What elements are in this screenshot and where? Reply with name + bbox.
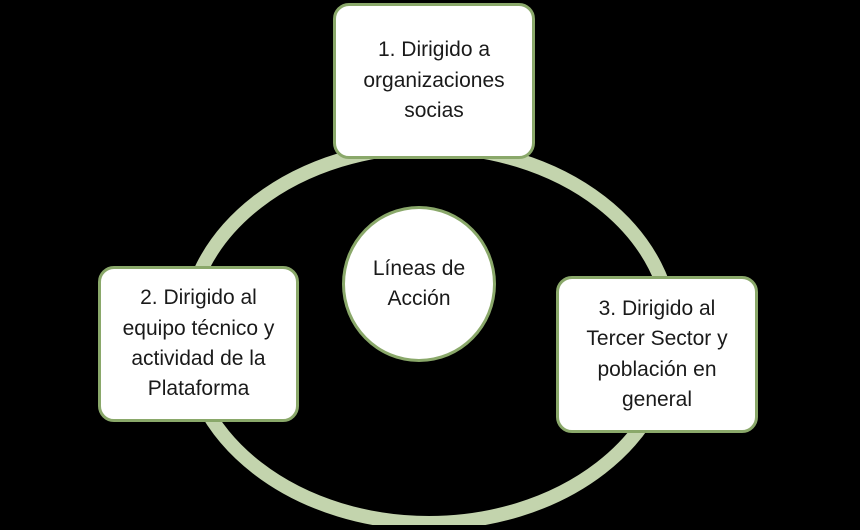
node-label-line: 3. Dirigido al [598, 296, 716, 320]
node-label-line: socias [404, 99, 464, 123]
node-organizaciones-socias: 1. Dirigido a organizaciones socias [333, 3, 535, 159]
center-label-line: Acción [387, 287, 451, 310]
node-label-line: Tercer Sector y [586, 327, 728, 351]
node-label: 2. Dirigido al equipo técnico y activida… [123, 283, 275, 405]
node-label-line: organizaciones [363, 68, 505, 92]
node-label-line: 1. Dirigido a [377, 38, 491, 62]
node-equipo-tecnico: 2. Dirigido al equipo técnico y activida… [98, 266, 299, 422]
node-label-line: actividad de la [131, 347, 266, 370]
node-label-line: población en [597, 357, 717, 381]
node-label-line: 2. Dirigido al [140, 286, 257, 310]
center-label-line: Líneas de [372, 256, 466, 280]
node-label-line: equipo técnico y [122, 316, 275, 340]
node-label-line: general [621, 387, 693, 411]
node-label: 1. Dirigido a organizaciones socias [363, 35, 504, 126]
center-circle: Líneas de Acción [342, 206, 496, 362]
center-label: Líneas de Acción [345, 254, 493, 315]
node-tercer-sector: 3. Dirigido al Tercer Sector y población… [556, 276, 758, 433]
node-label-line: Plataforma [147, 377, 250, 401]
node-label: 3. Dirigido al Tercer Sector y población… [586, 294, 727, 416]
